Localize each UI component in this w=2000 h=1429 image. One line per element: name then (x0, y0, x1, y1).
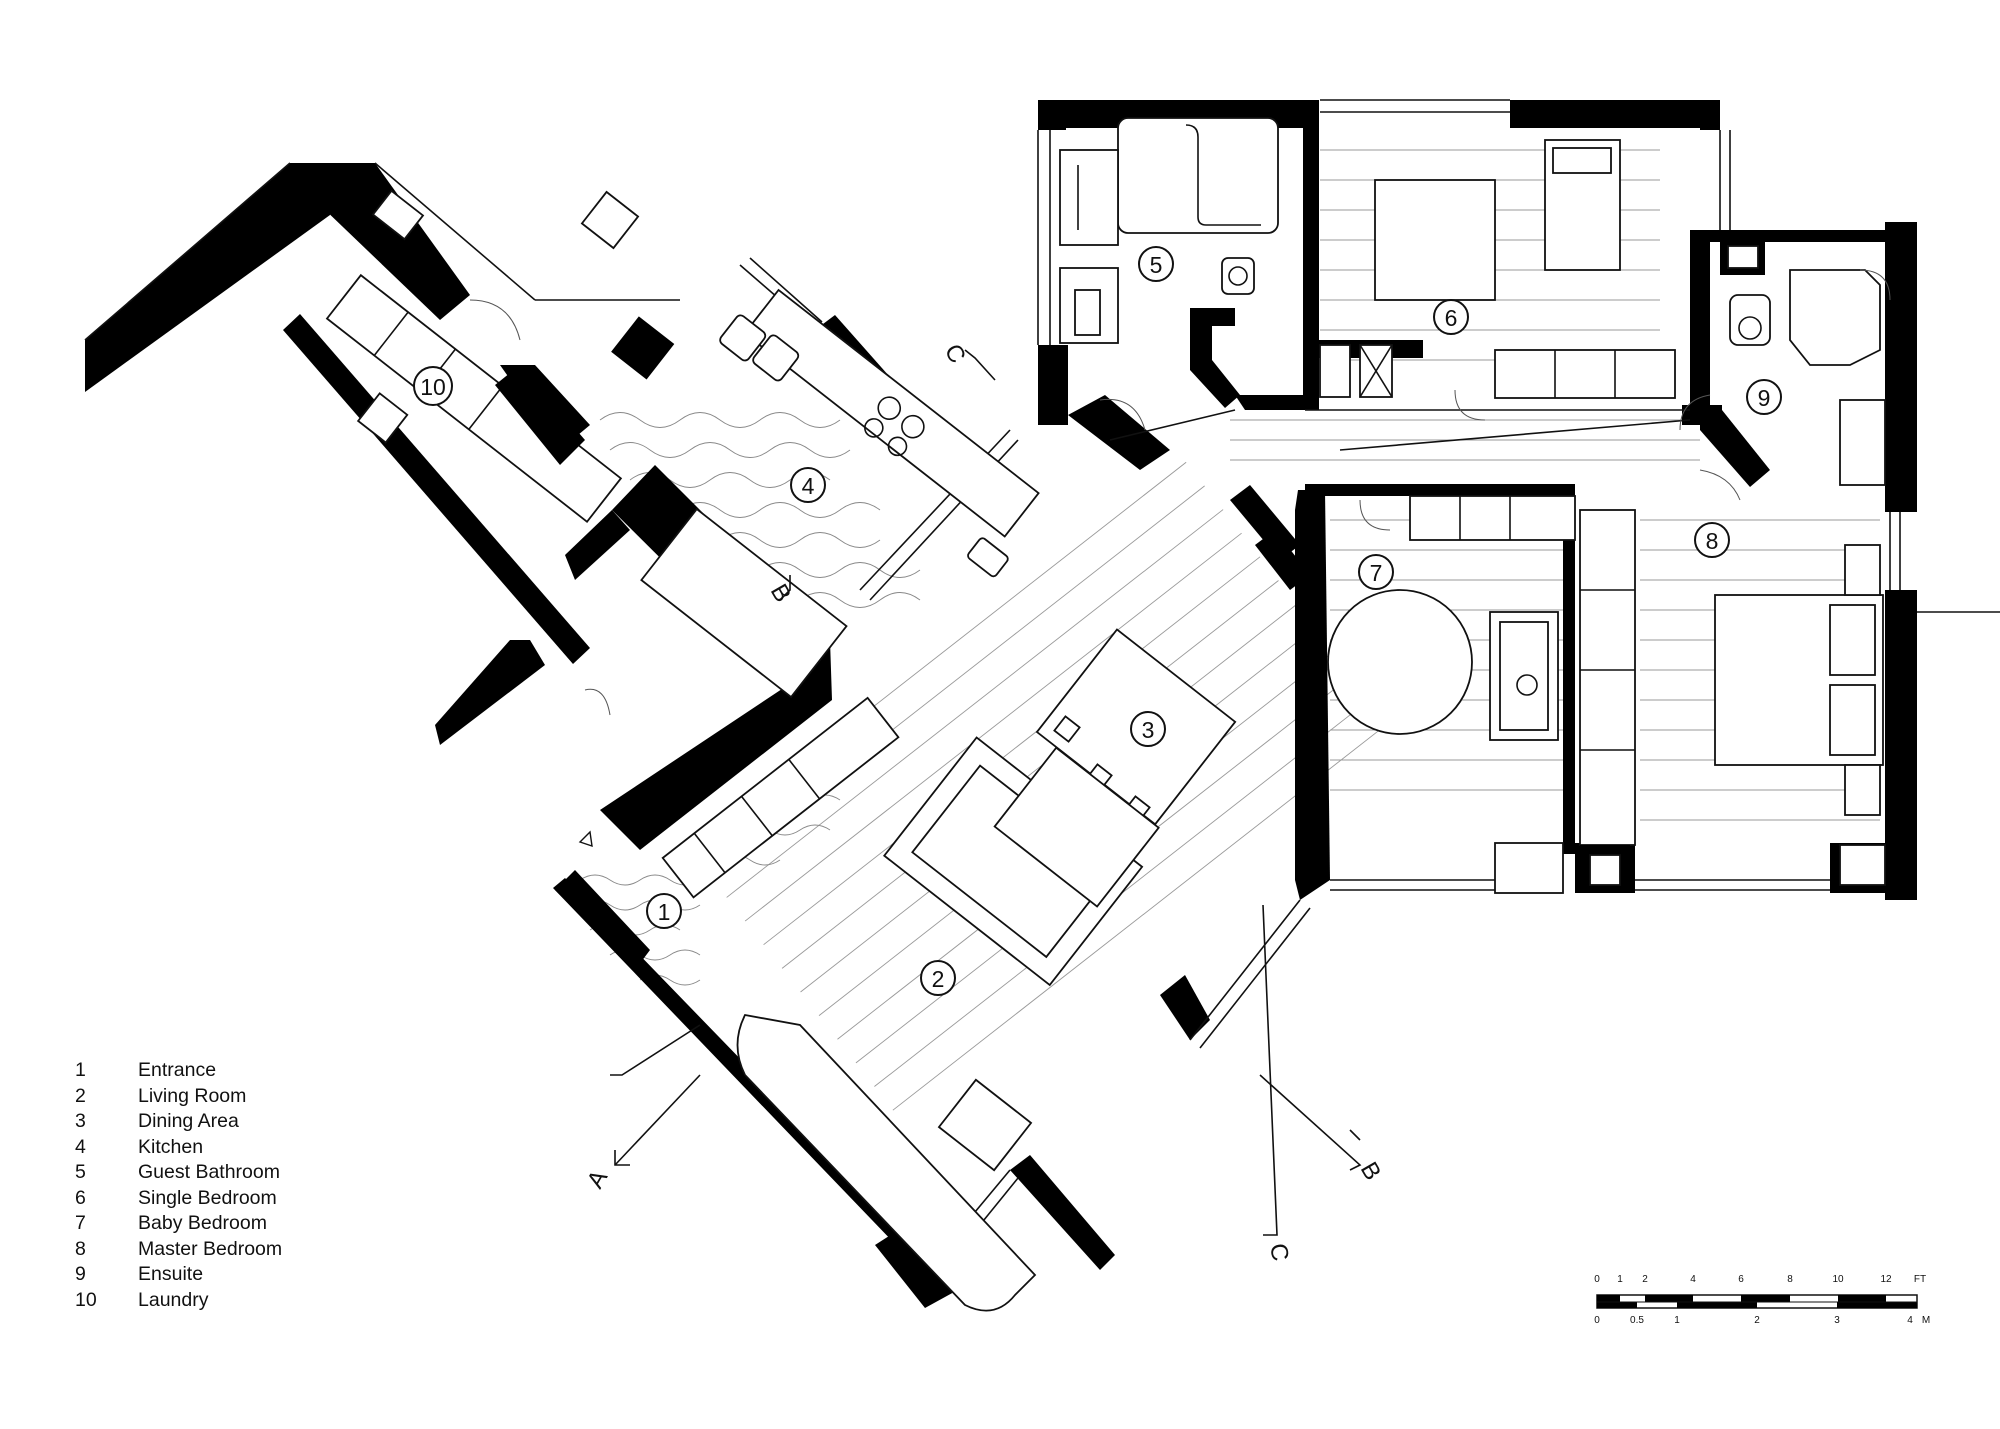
room-marker-5: 5 (1138, 246, 1174, 282)
legend-label: Single Bedroom (138, 1186, 277, 1209)
legend-item: 10 Laundry (75, 1288, 282, 1314)
room-marker-8: 8 (1694, 522, 1730, 558)
svg-text:1: 1 (658, 899, 671, 925)
legend-number: 8 (75, 1237, 86, 1260)
room-marker-2: 2 (920, 960, 956, 996)
door-swings (469, 269, 1891, 716)
room-markers: 1 2 3 4 5 6 7 8 9 10 (413, 246, 1782, 996)
svg-text:0: 0 (1594, 1315, 1600, 1326)
legend-label: Laundry (138, 1288, 209, 1311)
svg-text:9: 9 (1758, 385, 1771, 411)
window-lines (84, 99, 2000, 1269)
legend-label: Dining Area (138, 1110, 239, 1132)
svg-text:2: 2 (1754, 1315, 1760, 1326)
furniture (325, 117, 1886, 1312)
svg-text:2: 2 (1642, 1274, 1648, 1285)
legend-item: 3 Dining Area (75, 1109, 282, 1135)
svg-text:C: C (939, 340, 971, 369)
legend-number: 5 (75, 1161, 86, 1183)
legend-item: 1 Entrance (75, 1058, 282, 1084)
svg-text:10: 10 (1832, 1274, 1844, 1285)
svg-text:10: 10 (420, 374, 446, 400)
legend-item: 6 Single Bedroom (75, 1186, 282, 1212)
svg-text:4: 4 (1907, 1315, 1913, 1326)
room-marker-3: 3 (1130, 711, 1166, 747)
legend-number: 3 (75, 1110, 86, 1132)
legend-label: Master Bedroom (138, 1237, 283, 1260)
svg-text:FT: FT (1914, 1274, 1926, 1285)
svg-text:C: C (1264, 1241, 1294, 1263)
legend-number: 2 (75, 1084, 86, 1107)
room-marker-6: 6 (1433, 299, 1469, 335)
svg-text:3: 3 (1142, 717, 1155, 743)
room-marker-10: 10 (413, 366, 453, 406)
svg-text:6: 6 (1738, 1274, 1744, 1285)
scale-ft-labels: 0 1 2 4 6 8 10 12 FT (1594, 1274, 1926, 1285)
svg-text:3: 3 (1834, 1315, 1840, 1326)
svg-text:5: 5 (1150, 252, 1163, 278)
svg-text:0: 0 (1594, 1274, 1600, 1285)
svg-text:4: 4 (1690, 1274, 1696, 1285)
legend-label: Guest Bathroom (138, 1161, 280, 1183)
legend-label: Ensuite (138, 1263, 204, 1285)
legend-number: 6 (75, 1186, 86, 1209)
svg-text:A: A (582, 1166, 613, 1193)
svg-text:1: 1 (1617, 1274, 1623, 1285)
legend-number: 9 (75, 1263, 86, 1285)
svg-text:7: 7 (1370, 560, 1383, 586)
legend-item: 2 Living Room (75, 1084, 282, 1110)
svg-text:M: M (1922, 1315, 1930, 1326)
legend-number: 4 (75, 1135, 86, 1158)
svg-text:12: 12 (1880, 1274, 1892, 1285)
room-legend: 1 Entrance 2 Living Room 3 Dining Area 4 Kit… (75, 1058, 282, 1313)
legend-label: Entrance (138, 1059, 217, 1081)
legend-label: Living Room (138, 1084, 247, 1107)
room-marker-4: 4 (790, 467, 826, 503)
legend-item: 5 Guest Bathroom (75, 1160, 282, 1186)
room-marker-7: 7 (1358, 554, 1394, 590)
legend-item: 7 Baby Bedroom (75, 1211, 282, 1237)
section-a: A (582, 1024, 701, 1193)
legend-label: Baby Bedroom (138, 1212, 267, 1234)
legend-item: 9 Ensuite (75, 1262, 282, 1288)
scale-m-labels: 0 0.5 1 2 3 4 M (1594, 1315, 1930, 1326)
svg-text:4: 4 (802, 473, 815, 499)
svg-text:8: 8 (1706, 528, 1719, 554)
room-marker-1: 1 (646, 893, 682, 929)
legend-item: 8 Master Bedroom (75, 1237, 282, 1263)
room-marker-9: 9 (1746, 379, 1782, 415)
legend-number: 10 (75, 1288, 97, 1311)
svg-text:6: 6 (1445, 305, 1458, 331)
legend-item: 4 Kitchen (75, 1135, 282, 1161)
svg-text:0.5: 0.5 (1630, 1315, 1644, 1326)
svg-text:B: B (1355, 1158, 1386, 1185)
svg-text:1: 1 (1674, 1315, 1680, 1326)
legend-label: Kitchen (138, 1135, 204, 1158)
scale-bar: 0 1 2 4 6 8 10 12 FT 0 0.5 1 2 3 4 M (1594, 1274, 1930, 1326)
legend-number: 7 (75, 1212, 86, 1234)
legend-number: 1 (75, 1059, 86, 1081)
svg-text:2: 2 (932, 966, 945, 992)
svg-text:8: 8 (1787, 1274, 1793, 1285)
